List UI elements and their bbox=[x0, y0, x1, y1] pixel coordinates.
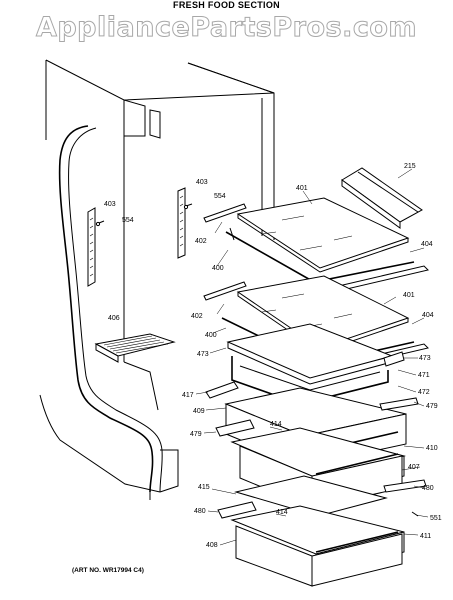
label-480-right: 480 bbox=[422, 485, 434, 492]
drawer-slide-417 bbox=[205, 381, 239, 399]
label-409: 409 bbox=[193, 408, 205, 415]
label-415: 415 bbox=[198, 484, 210, 491]
label-551: 551 bbox=[430, 515, 442, 522]
cabinet-liner bbox=[39, 59, 275, 500]
label-404-middle: 404 bbox=[422, 312, 434, 319]
screw-554-left bbox=[95, 220, 105, 227]
label-215: 215 bbox=[404, 163, 416, 170]
label-401-middle: 401 bbox=[403, 292, 415, 299]
label-410: 410 bbox=[426, 445, 438, 452]
glass-shelf-401-upper bbox=[236, 197, 410, 273]
shelf-bracket-402-middle bbox=[203, 281, 247, 301]
label-407: 407 bbox=[408, 464, 420, 471]
section-title: FRESH FOOD SECTION bbox=[173, 0, 280, 10]
leader-lines bbox=[195, 168, 429, 546]
label-471: 471 bbox=[418, 372, 430, 379]
label-408: 408 bbox=[206, 542, 218, 549]
label-479-left: 479 bbox=[190, 431, 202, 438]
label-400-upper: 400 bbox=[212, 265, 224, 272]
label-414-upper: 414 bbox=[270, 421, 282, 428]
art-number: (ART NO. WR17994 C4) bbox=[72, 567, 144, 574]
label-417: 417 bbox=[182, 392, 194, 399]
shelf-ladder-left bbox=[87, 207, 96, 287]
part-labels: 215 401 403 554 403 554 402 404 400 401 … bbox=[104, 163, 442, 549]
drawer-slide-479-left bbox=[215, 419, 255, 437]
label-402-middle: 402 bbox=[191, 313, 203, 320]
label-480-left: 480 bbox=[194, 508, 206, 515]
label-414-lower: 414 bbox=[276, 509, 288, 516]
cover-support-471 bbox=[383, 351, 405, 367]
shelf-bracket-402-upper bbox=[203, 203, 247, 223]
label-401-upper: 401 bbox=[296, 185, 308, 192]
light-shield-406 bbox=[94, 333, 176, 363]
label-400-middle: 400 bbox=[205, 332, 217, 339]
label-554-left: 554 bbox=[122, 217, 134, 224]
drawer-slide-480-right bbox=[383, 479, 427, 493]
label-472: 472 bbox=[418, 389, 430, 396]
label-406: 406 bbox=[108, 315, 120, 322]
label-404-upper: 404 bbox=[421, 241, 433, 248]
drawer-slide-480-left bbox=[217, 501, 257, 519]
label-403-left: 403 bbox=[104, 201, 116, 208]
label-411: 411 bbox=[420, 533, 431, 540]
dairy-bin-215 bbox=[341, 167, 423, 229]
label-473-right: 473 bbox=[419, 355, 431, 362]
drawer-slide-479-right bbox=[379, 397, 419, 411]
label-473-left: 473 bbox=[197, 351, 209, 358]
watermark: AppliancePartsPros.com bbox=[35, 12, 418, 44]
label-402-upper: 402 bbox=[195, 238, 207, 245]
label-554-back: 554 bbox=[214, 193, 226, 200]
screw-554-back bbox=[183, 203, 193, 210]
label-403-back: 403 bbox=[196, 179, 208, 186]
lower-drawer-408 bbox=[235, 525, 403, 587]
label-479-right: 479 bbox=[426, 403, 438, 410]
shelf-ladder-back bbox=[177, 187, 186, 259]
